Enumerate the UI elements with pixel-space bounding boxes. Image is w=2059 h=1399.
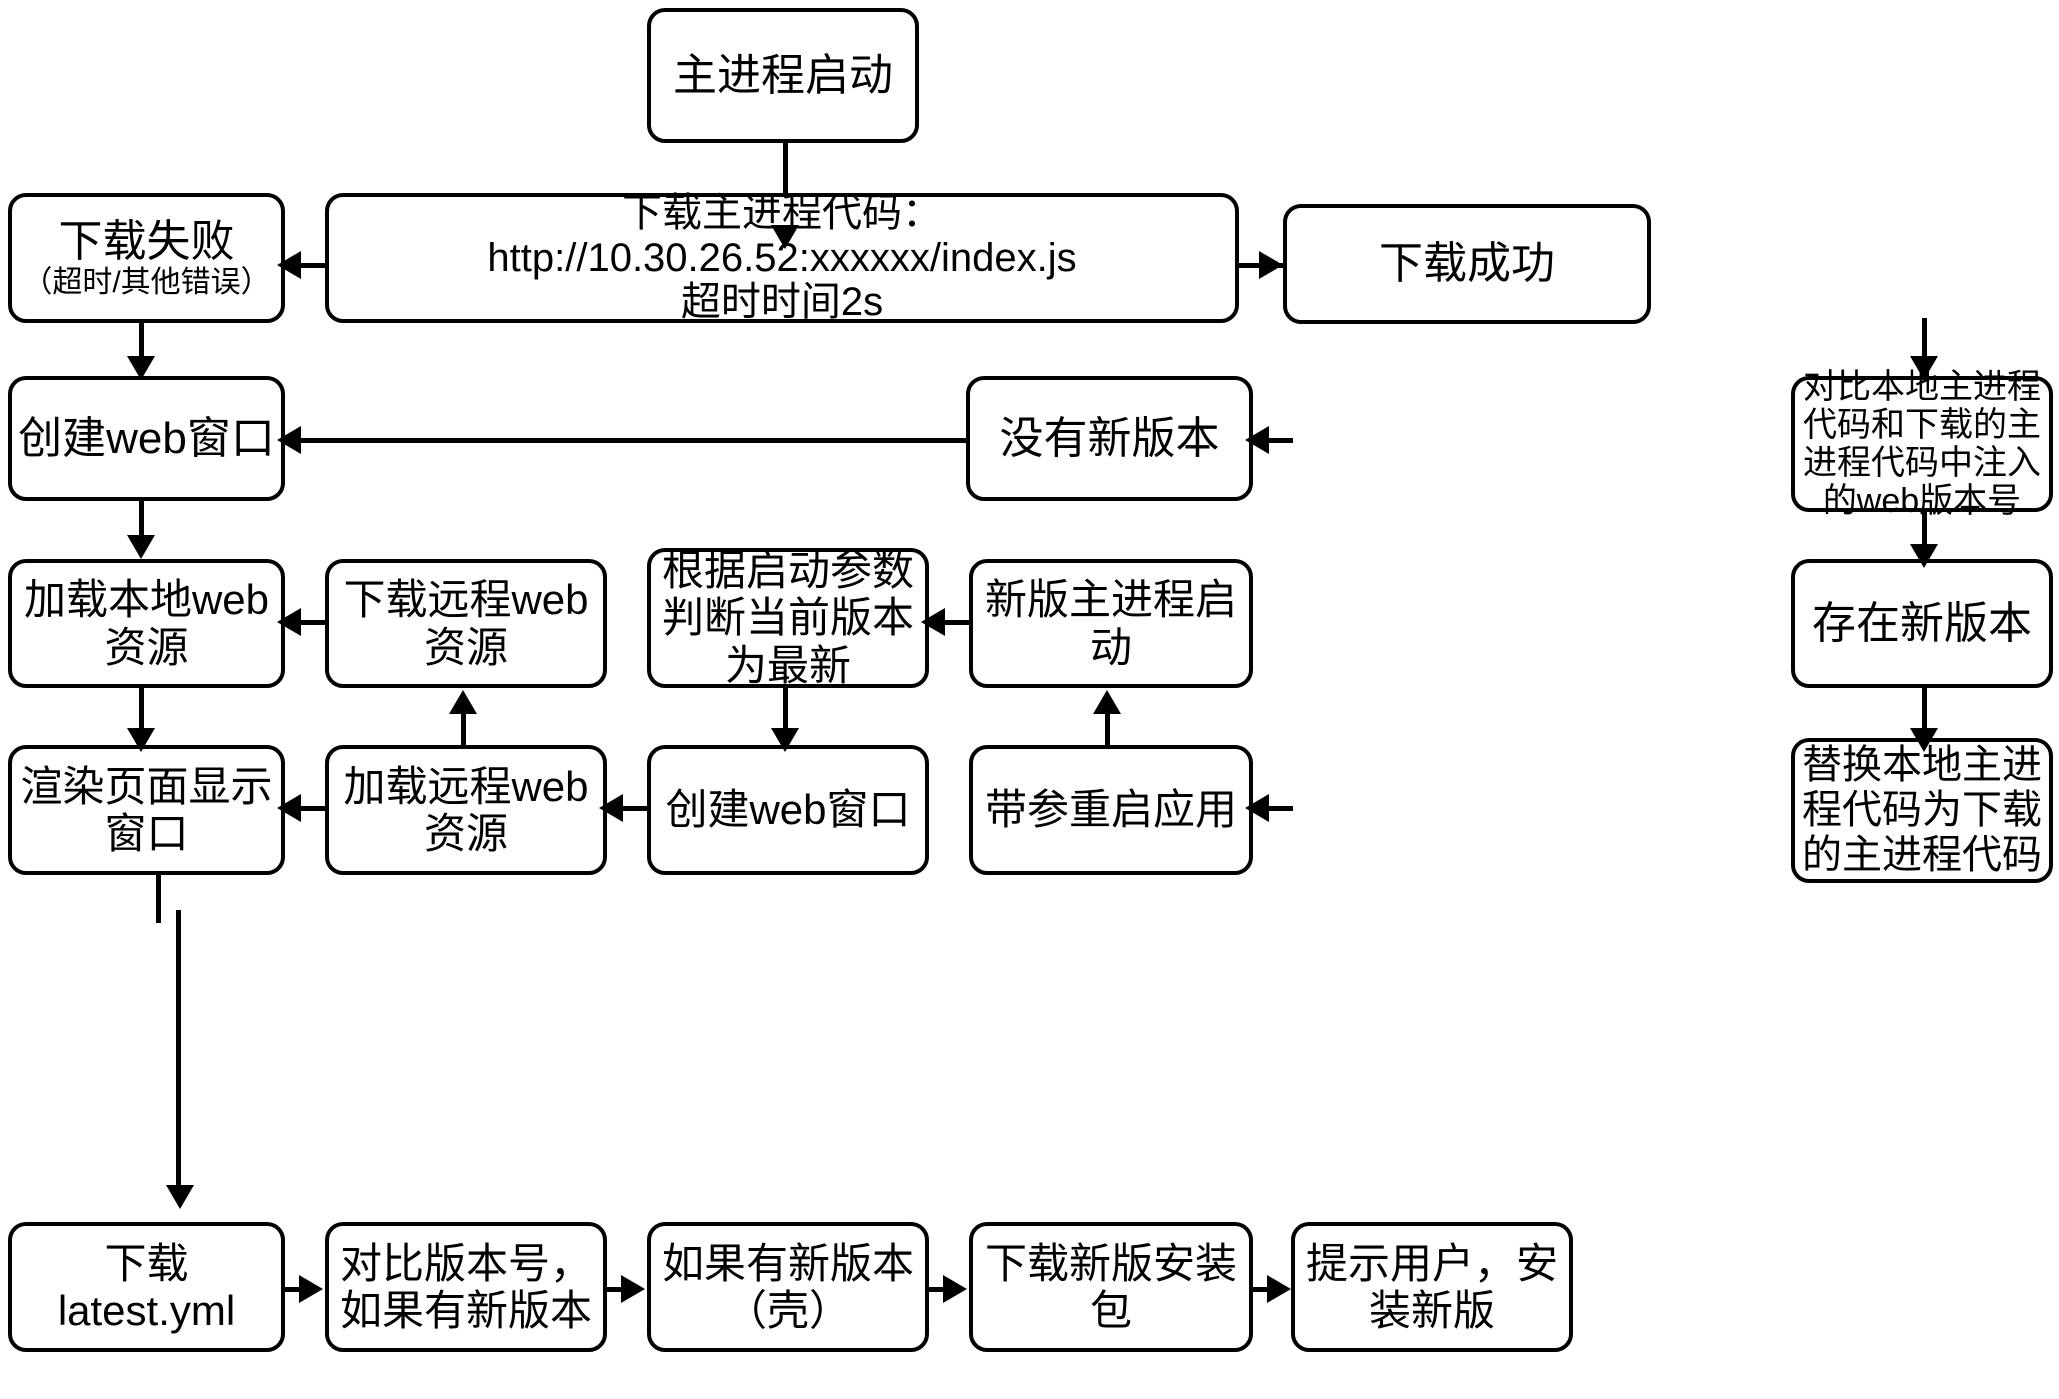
node-download-failed[interactable]: 下载失败 （超时/其他错误） — [8, 193, 285, 323]
edge-n18-n19-arrowhead — [299, 1275, 323, 1303]
edge-n3-n5 — [139, 318, 144, 366]
node-label-line2: （超时/其他错误） — [22, 265, 271, 299]
node-label: 对比本地主进程代码和下载的主进程代码中注入的web版本号 — [1803, 367, 2041, 521]
edge-n4-n7 — [1922, 318, 1927, 366]
node-download-remote-web-resource[interactable]: 下载远程web资源 — [325, 559, 607, 688]
node-label: 根据启动参数判断当前版本为最新 — [661, 547, 914, 689]
edge-n6-n5 — [285, 438, 966, 443]
edge-n12-n17-arrowhead — [1910, 728, 1938, 752]
node-restart-app-with-params[interactable]: 带参重启应用 — [969, 745, 1253, 875]
edge-n7-n12 — [1922, 512, 1927, 554]
node-render-page-show-window[interactable]: 渲染页面显示窗口 — [8, 745, 285, 875]
node-label: 没有新版本 — [999, 413, 1220, 463]
edge-n6-n5-arrowhead — [277, 426, 301, 454]
node-if-new-version-shell[interactable]: 如果有新版本（壳） — [647, 1222, 929, 1352]
node-label: 如果有新版本（壳） — [661, 1239, 914, 1334]
node-compare-web-version[interactable]: 对比本地主进程代码和下载的主进程代码中注入的web版本号 — [1791, 368, 2053, 520]
edge-n10-n15-arrowhead — [771, 728, 799, 752]
node-no-new-version[interactable]: 没有新版本 — [966, 376, 1253, 501]
edge-n16-n11 — [1105, 700, 1110, 748]
node-download-latest-yml[interactable]: 下载latest.yml — [8, 1222, 285, 1352]
node-prompt-user-install[interactable]: 提示用户，安装新版 — [1291, 1222, 1573, 1352]
edge-n11-n10-arrowhead — [921, 608, 945, 636]
node-label: 下载主进程代码： http://10.30.26.52:xxxxxx/index… — [487, 190, 1077, 280]
edge-n2-n3-arrowhead — [277, 251, 301, 279]
node-label: 加载远程web资源 — [343, 762, 589, 857]
edge-n17-n16-arrowhead — [1245, 794, 1269, 822]
edge-n14-n9 — [461, 700, 466, 748]
node-replace-local-main-process-code[interactable]: 替换本地主进程代码为下载的主进程代码 — [1791, 738, 2053, 883]
node-judge-current-version-latest[interactable]: 根据启动参数判断当前版本为最新 — [647, 547, 929, 689]
edge-n21-n22-arrowhead — [1267, 1275, 1291, 1303]
edge-n15-n14-arrowhead — [599, 794, 623, 822]
edge-n13-n18 — [156, 875, 161, 923]
node-label: 加载本地web资源 — [23, 576, 270, 671]
node-compare-version-number[interactable]: 对比版本号，如果有新版本 — [325, 1222, 607, 1352]
edge-n7-n6-arrowhead — [1245, 426, 1269, 454]
edge-n2-n4-arrowhead — [1259, 251, 1283, 279]
node-download-main-process-code[interactable]: 下载主进程代码： http://10.30.26.52:xxxxxx/index… — [325, 190, 1239, 325]
edge-n4-n7-arrowhead — [1910, 356, 1938, 380]
node-label: 下载latest.yml — [57, 1239, 236, 1334]
node-label: 替换本地主进程代码为下载的主进程代码 — [1802, 743, 2042, 877]
node-download-success[interactable]: 下载成功 — [1283, 204, 1651, 324]
edge-n1-n2 — [783, 143, 788, 235]
node-label: 主进程启动 — [673, 50, 893, 100]
edge-n20-n21-arrowhead — [943, 1275, 967, 1303]
node-label: 提示用户，安装新版 — [1305, 1239, 1558, 1334]
edge-n8-n13-arrowhead — [127, 728, 155, 752]
edge-n14-n13-arrowhead — [277, 794, 301, 822]
edge-n17-n16 — [1253, 806, 1293, 811]
node-create-web-window-2[interactable]: 创建web窗口 — [647, 745, 929, 875]
edge-n9-n8 — [285, 620, 325, 625]
edge-n3-n5-arrowhead — [127, 356, 155, 380]
edge-n12-n17 — [1922, 688, 1927, 738]
node-label: 下载远程web资源 — [343, 576, 589, 671]
edge-n13-n18-arrowhead — [166, 1185, 194, 1209]
edge-n13-n18-seg2 — [176, 910, 181, 1195]
node-new-main-process-start[interactable]: 新版主进程启动 — [969, 559, 1253, 688]
node-label: 下载新版安装包 — [984, 1239, 1237, 1334]
edge-n16-n11-arrowhead — [1093, 690, 1121, 714]
edge-n7-n12-arrowhead — [1910, 544, 1938, 568]
edge-n10-n15 — [783, 688, 788, 738]
edge-n14-n13 — [285, 806, 325, 811]
edge-n5-n8 — [139, 501, 144, 545]
node-load-remote-web-resource[interactable]: 加载远程web资源 — [325, 745, 607, 875]
edge-n14-n9-arrowhead — [449, 690, 477, 714]
node-main-process-start[interactable]: 主进程启动 — [647, 8, 919, 143]
node-label: 存在新版本 — [1812, 598, 2032, 648]
node-label-line2: 超时时间2s — [680, 280, 884, 325]
node-label: 下载成功 — [1379, 239, 1555, 289]
edge-n1-n2-arrowhead — [771, 225, 799, 249]
edge-n11-n10 — [929, 620, 969, 625]
edge-n2-n3 — [285, 263, 335, 268]
edge-n15-n14 — [607, 806, 647, 811]
node-create-web-window-1[interactable]: 创建web窗口 — [8, 376, 285, 501]
node-label: 下载失败 — [58, 216, 235, 266]
node-load-local-web-resource[interactable]: 加载本地web资源 — [8, 559, 285, 688]
edge-n8-n13 — [139, 688, 144, 738]
edge-n9-n8-arrowhead — [277, 608, 301, 636]
node-label: 对比版本号，如果有新版本 — [339, 1239, 592, 1334]
node-label: 带参重启应用 — [984, 786, 1237, 834]
node-label: 创建web窗口 — [18, 413, 275, 463]
edge-n19-n20-arrowhead — [621, 1275, 645, 1303]
node-label: 渲染页面显示窗口 — [20, 762, 273, 857]
edge-n7-n6 — [1253, 438, 1293, 443]
node-label: 新版主进程启动 — [984, 576, 1237, 671]
node-label: 创建web窗口 — [665, 786, 911, 834]
edge-n5-n8-arrowhead — [127, 535, 155, 559]
node-download-new-installer[interactable]: 下载新版安装包 — [969, 1222, 1253, 1352]
node-has-new-version[interactable]: 存在新版本 — [1791, 559, 2053, 688]
